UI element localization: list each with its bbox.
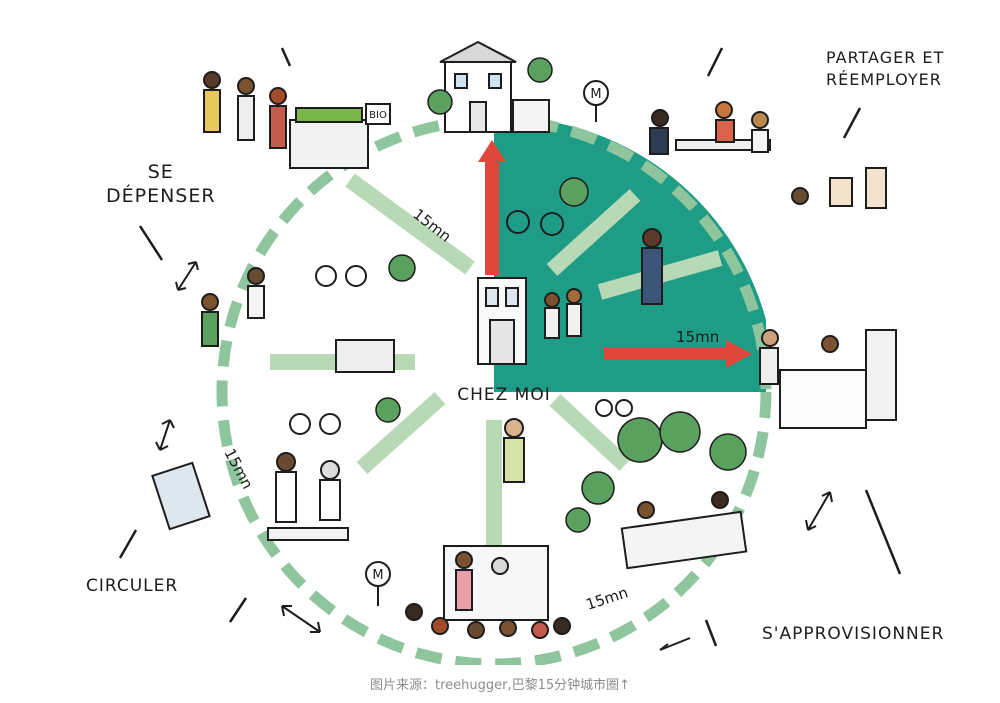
doctor-consultation bbox=[267, 452, 349, 541]
metro-sign-bottom bbox=[365, 561, 391, 606]
theater-stage bbox=[443, 545, 549, 621]
label-se-depenser-line1: SE bbox=[147, 161, 174, 183]
exercise-and-gardens bbox=[151, 267, 395, 531]
house-illustration bbox=[439, 40, 550, 133]
bio-sign-text: BIO bbox=[369, 110, 387, 121]
label-se-depenser: SE DÉPENSER bbox=[106, 160, 216, 208]
label-se-depenser-line2: DÉPENSER bbox=[106, 185, 216, 207]
metro-sign-bottom-text: M bbox=[372, 568, 383, 583]
audience bbox=[405, 603, 571, 639]
children bbox=[544, 288, 582, 339]
time-label-e: 15mn bbox=[676, 328, 719, 346]
image-caption: 图片来源：treehugger,巴黎15分钟城市圈↑ bbox=[369, 678, 631, 693]
home-building bbox=[477, 277, 527, 365]
metro-sign-top-text: M bbox=[590, 87, 601, 102]
label-circuler: CIRCULER bbox=[86, 576, 179, 596]
metro-sign-top bbox=[583, 80, 609, 122]
label-approvisionner: S'APPROVISIONNER bbox=[762, 624, 945, 644]
fifteen-minute-city-illustration: BIO bbox=[118, 40, 902, 665]
bakery-stall bbox=[759, 329, 897, 429]
park-guard bbox=[641, 228, 663, 305]
time-label-w: 15mn bbox=[220, 445, 256, 492]
furniture-reuse bbox=[791, 167, 887, 209]
market-stall bbox=[289, 103, 391, 169]
label-partager-reemployer: PARTAGER ET RÉEMPLOYER bbox=[826, 47, 944, 91]
center-label: CHEZ MOI bbox=[457, 385, 551, 405]
label-partager-line2: RÉEMPLOYER bbox=[826, 70, 942, 89]
red-arrows bbox=[478, 140, 752, 368]
cyclists bbox=[289, 210, 633, 435]
label-partager-line1: PARTAGER ET bbox=[826, 48, 945, 67]
sector-dividers bbox=[118, 47, 902, 647]
time-label-s: 15mn bbox=[584, 583, 631, 613]
park-picnic bbox=[503, 418, 748, 570]
trees bbox=[375, 57, 747, 533]
coworking-table bbox=[649, 101, 771, 155]
radial-roads bbox=[270, 173, 723, 545]
market-shoppers bbox=[203, 71, 287, 149]
ring-arrows bbox=[155, 261, 833, 651]
